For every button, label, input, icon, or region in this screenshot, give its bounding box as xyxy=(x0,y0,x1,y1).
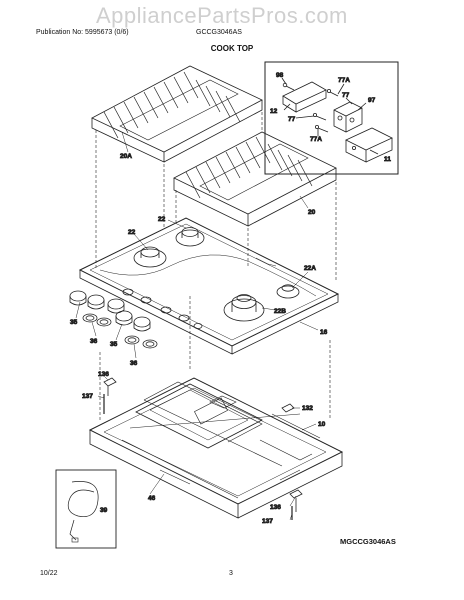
clips xyxy=(103,377,303,520)
label-10: 10 xyxy=(318,421,326,428)
label-137-bottom: 137 xyxy=(262,518,273,525)
label-22b: 22B xyxy=(274,308,286,315)
leader-lines xyxy=(75,131,319,521)
label-77-top: 77 xyxy=(342,92,350,99)
label-22a: 22A xyxy=(304,265,316,272)
label-98: 98 xyxy=(276,72,284,79)
label-46: 46 xyxy=(148,495,156,502)
label-77-mid: 77 xyxy=(288,116,296,123)
label-22-left: 22 xyxy=(128,229,136,236)
label-35-a: 35 xyxy=(70,319,78,326)
knobs xyxy=(69,290,158,349)
publication-number: Publication No: 5995673 (0/6) xyxy=(36,29,129,36)
label-36-a: 36 xyxy=(90,338,98,345)
grate-left xyxy=(91,65,263,163)
footer-date: 10/22 xyxy=(40,570,58,577)
power-cord xyxy=(55,469,117,549)
label-20a: 20A xyxy=(120,153,132,160)
projection-lines xyxy=(95,112,337,420)
label-20: 20 xyxy=(308,209,316,216)
watermark: AppliancePartsPros.com xyxy=(96,3,348,28)
grate-right xyxy=(173,131,337,227)
cooktop-surface xyxy=(78,217,340,355)
label-136-top: 136 xyxy=(98,371,109,378)
label-36-b: 36 xyxy=(130,360,138,367)
inset-valve-assembly xyxy=(264,61,399,175)
label-12: 12 xyxy=(270,108,278,115)
label-97: 97 xyxy=(368,97,376,104)
burner-box xyxy=(88,377,344,519)
label-137-top: 137 xyxy=(82,393,93,400)
page-number: 3 xyxy=(229,570,233,577)
label-39: 39 xyxy=(100,507,108,514)
page-title: COOK TOP xyxy=(210,44,254,53)
label-11: 11 xyxy=(384,156,391,163)
label-132: 132 xyxy=(302,405,313,412)
label-35-b: 35 xyxy=(110,341,118,348)
diagram-code: MGCCG3046AS xyxy=(340,537,396,546)
label-77a-top: 77A xyxy=(338,77,350,84)
label-77a-mid: 77A xyxy=(310,136,322,143)
label-22-top: 22 xyxy=(158,216,166,223)
model-number: GCCG3046AS xyxy=(196,29,242,36)
label-16: 16 xyxy=(320,329,328,336)
label-136-bottom: 136 xyxy=(270,504,281,511)
